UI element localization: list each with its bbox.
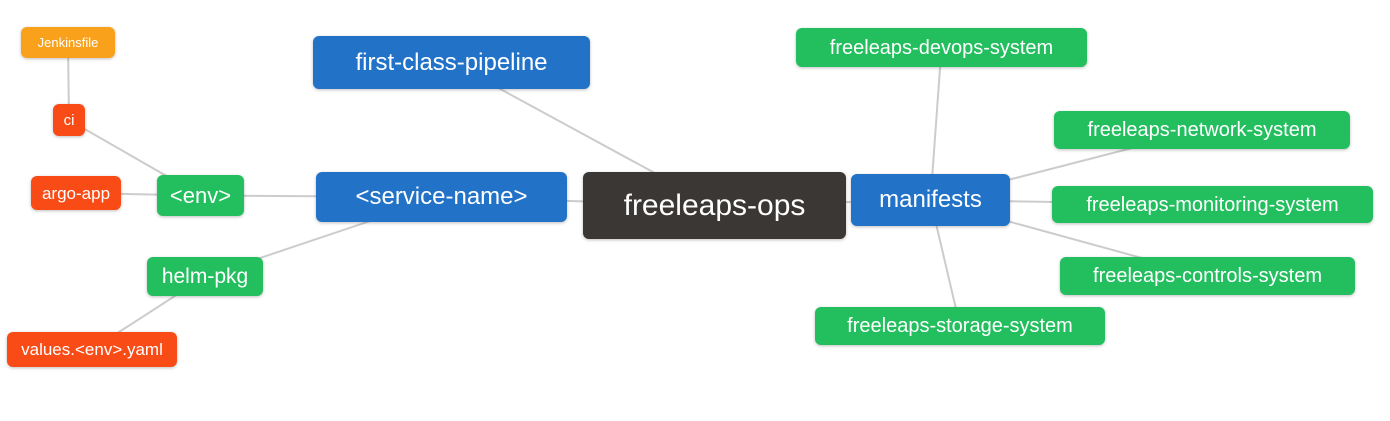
node-freeleaps-ops-root[interactable]: freeleaps-ops xyxy=(583,172,846,239)
node-env[interactable]: <env> xyxy=(157,175,244,216)
node-controls-system[interactable]: freeleaps-controls-system xyxy=(1060,257,1355,295)
node-network-system[interactable]: freeleaps-network-system xyxy=(1054,111,1350,149)
node-values-env-yaml[interactable]: values.<env>.yaml xyxy=(7,332,177,367)
node-manifests[interactable]: manifests xyxy=(851,174,1010,226)
node-first-class-pipeline[interactable]: first-class-pipeline xyxy=(313,36,590,89)
node-helm-pkg[interactable]: helm-pkg xyxy=(147,257,263,296)
node-jenkinsfile[interactable]: Jenkinsfile xyxy=(21,27,115,58)
node-ci[interactable]: ci xyxy=(53,104,85,136)
node-storage-system[interactable]: freeleaps-storage-system xyxy=(815,307,1105,345)
node-argo-app[interactable]: argo-app xyxy=(31,176,121,210)
node-devops-system[interactable]: freeleaps-devops-system xyxy=(796,28,1087,67)
node-monitoring-system[interactable]: freeleaps-monitoring-system xyxy=(1052,186,1373,223)
node-service-name[interactable]: <service-name> xyxy=(316,172,567,222)
